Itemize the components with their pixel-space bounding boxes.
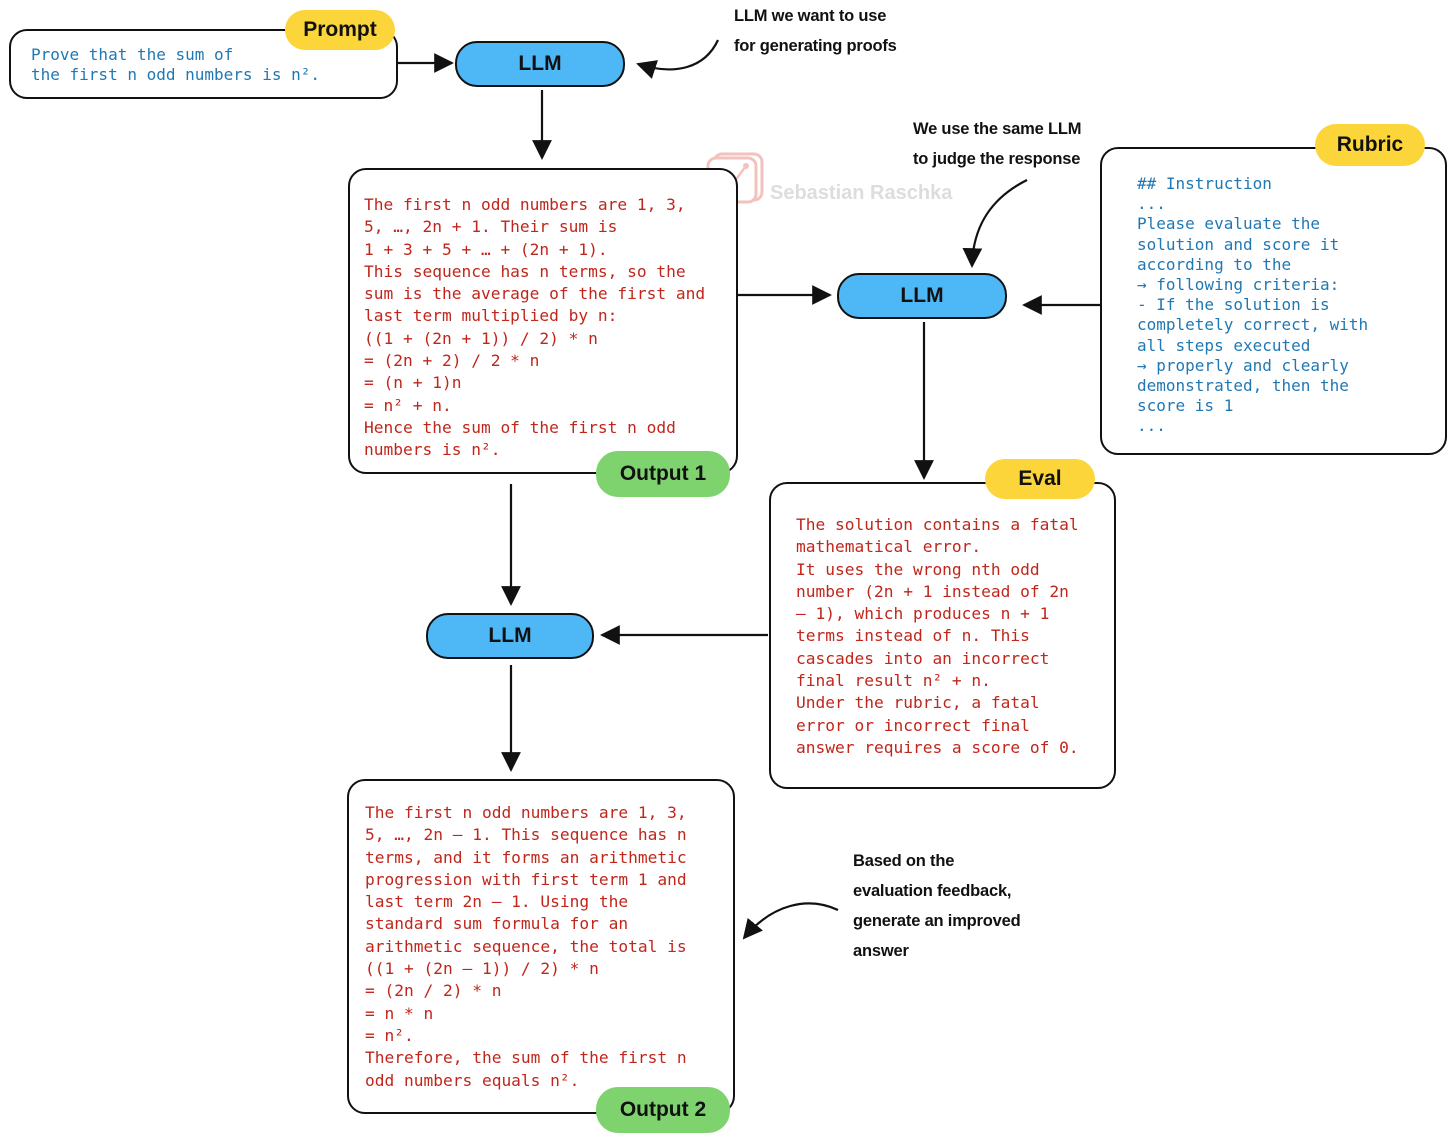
eval-tag: Eval	[985, 459, 1095, 499]
rubric-box: ## Instruction ... Please evaluate the s…	[1100, 147, 1447, 455]
watermark-text: Sebastian Raschka	[770, 182, 953, 204]
output2-tag: Output 2	[596, 1087, 730, 1133]
curved-arrow-generator-note	[636, 39, 719, 79]
eval-box: The solution contains a fatal mathematic…	[769, 482, 1116, 789]
output2-text: The first n odd numbers are 1, 3, 5, …, …	[365, 803, 687, 1090]
curved-arrow-judge-note	[962, 179, 1028, 268]
llm-refine-pill: LLM	[426, 613, 594, 659]
eval-text: The solution contains a fatal mathematic…	[796, 515, 1079, 757]
output1-tag: Output 1	[596, 451, 730, 497]
generator-note: LLM we want to use for generating proofs	[734, 7, 897, 55]
output1-box: The first n odd numbers are 1, 3, 5, …, …	[348, 168, 738, 474]
judge-note: We use the same LLM to judge the respons…	[913, 120, 1082, 168]
prompt-text: Prove that the sum of the first n odd nu…	[31, 45, 320, 85]
rubric-tag: Rubric	[1315, 124, 1425, 166]
rubric-text: ## Instruction ... Please evaluate the s…	[1137, 174, 1369, 436]
refine-note: Based on the evaluation feedback, genera…	[853, 852, 1021, 960]
llm-generator-pill: LLM	[455, 41, 625, 87]
output2-box: The first n odd numbers are 1, 3, 5, …, …	[347, 779, 735, 1114]
output1-text: The first n odd numbers are 1, 3, 5, …, …	[364, 195, 706, 460]
llm-judge-pill: LLM	[837, 273, 1007, 319]
prompt-tag: Prompt	[285, 10, 395, 50]
curved-arrow-refine-note	[742, 902, 839, 940]
